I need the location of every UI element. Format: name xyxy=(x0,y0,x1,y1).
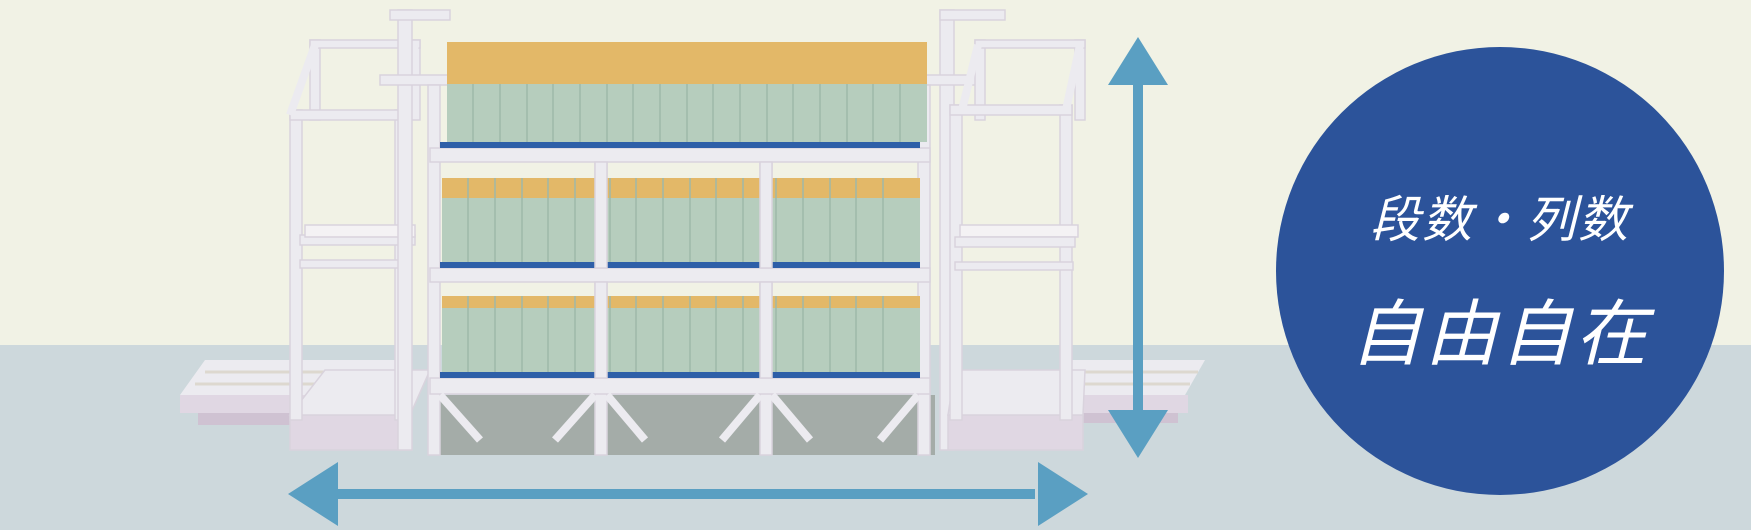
tier-middle-cargo xyxy=(442,178,920,262)
shelf-edges xyxy=(440,142,920,378)
vertical-double-arrow-icon xyxy=(1108,37,1168,458)
tier-bottom-cargo xyxy=(442,296,920,372)
badge-subtitle: 段数・列数 xyxy=(1370,191,1630,249)
feature-badge: 段数・列数 自由自在 xyxy=(1276,47,1724,495)
main-rack-frame xyxy=(379,9,1006,456)
badge-title: 自由自在 xyxy=(1349,292,1650,376)
horizontal-double-arrow-icon xyxy=(288,462,1088,526)
rack-base-shadow xyxy=(430,395,935,455)
rack-uprights-front xyxy=(594,161,773,379)
tier-top-cargo xyxy=(447,42,927,142)
right-lift-tower xyxy=(947,39,1086,451)
